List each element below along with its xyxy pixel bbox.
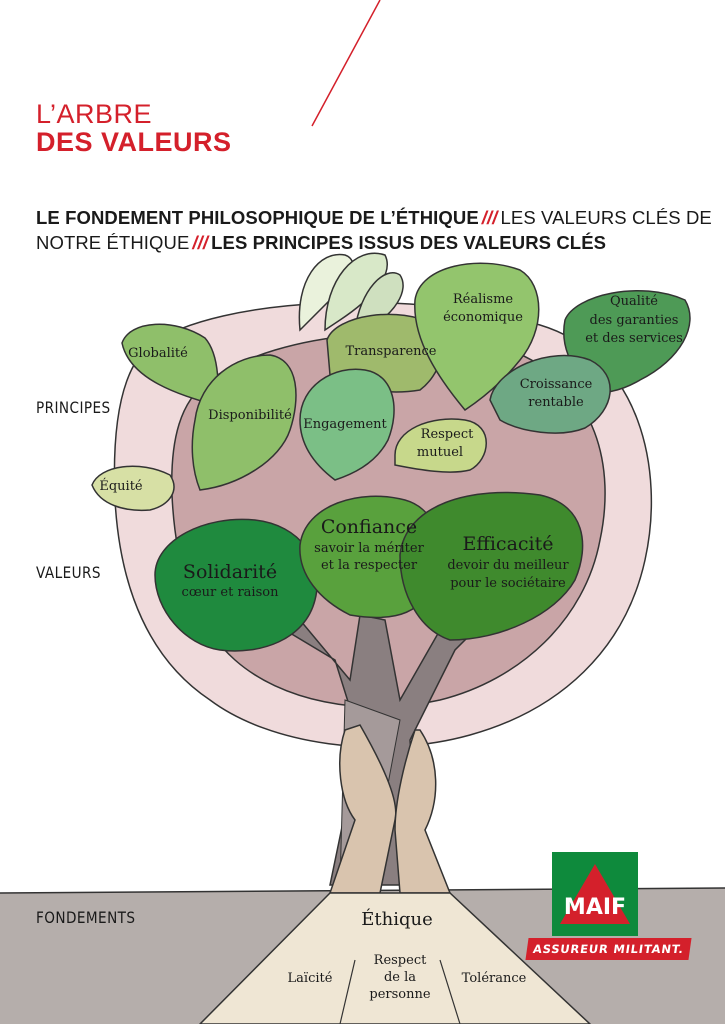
principle-croissance-line-2: rentable xyxy=(528,395,584,410)
principle-respect-mutuel-line-1: Respect xyxy=(421,427,474,442)
principle-engagement: Engagement xyxy=(303,417,387,432)
side-label-principes: PRINCIPES xyxy=(36,398,111,417)
principle-equite: Équité xyxy=(99,478,143,494)
logo-tagline: ASSUREUR MILITANT. xyxy=(525,938,692,960)
value-leaves xyxy=(154,491,584,652)
subtitle-part-1: LE FONDEMENT PHILOSOPHIQUE DE L’ÉTHIQUE xyxy=(36,207,479,228)
subtitle-separator: /// xyxy=(192,232,209,253)
principle-qualite-line-2: des garanties xyxy=(590,313,679,328)
value-confiance-sub-1: savoir la mériter xyxy=(314,541,424,556)
value-efficacite-sub-2: pour le sociétaire xyxy=(450,576,566,591)
leaf-respect-mutuel xyxy=(394,418,487,473)
subtitle-part-3: LES PRINCIPES ISSUS DES VALEURS CLÉS xyxy=(211,232,607,253)
hands-illustration xyxy=(328,724,452,894)
leaf-engagement xyxy=(299,368,395,481)
leaf-croissance xyxy=(489,354,611,434)
foundation-roots xyxy=(198,892,592,1024)
principle-leaves xyxy=(91,262,691,512)
principle-realisme-line-1: Réalisme xyxy=(453,292,514,307)
value-solidarite-sub: cœur et raison xyxy=(182,585,280,600)
principle-realisme-line-2: économique xyxy=(443,310,523,325)
subtitle-separator: /// xyxy=(481,207,498,228)
foundation-respect-line-3: personne xyxy=(369,987,430,1002)
logo-brand-text: MAIF xyxy=(564,895,626,920)
value-efficacite-name: Efficacité xyxy=(462,533,553,555)
logo-triangle-icon: MAIF xyxy=(560,864,630,924)
leaf-equite xyxy=(91,465,175,512)
value-confiance-sub-2: et la respecter xyxy=(321,558,418,573)
foundation-respect-line-1: Respect xyxy=(374,953,427,968)
foundation-tolerance: Tolérance xyxy=(462,971,527,986)
principle-disponibilite: Disponibilité xyxy=(208,408,292,423)
principle-qualite-line-1: Qualité xyxy=(610,294,658,309)
side-label-valeurs: VALEURS xyxy=(36,563,101,582)
leaf-disponibilite xyxy=(191,354,297,491)
leaf-solidarite xyxy=(154,518,318,652)
value-efficacite-sub-1: devoir du meilleur xyxy=(447,558,569,573)
foundation-laicite: Laïcité xyxy=(288,971,333,986)
value-solidarite-name: Solidarité xyxy=(183,561,277,583)
leaf-efficacite xyxy=(399,491,584,641)
decorative-line xyxy=(311,0,381,127)
subtitle: LE FONDEMENT PHILOSOPHIQUE DE L’ÉTHIQUE/… xyxy=(36,205,716,255)
value-confiance-name: Confiance xyxy=(321,516,417,538)
side-label-fondements: FONDEMENTS xyxy=(36,908,136,927)
principle-transparence: Transparence xyxy=(345,344,436,359)
principle-respect-mutuel-line-2: mutuel xyxy=(417,445,463,460)
principle-croissance-line-1: Croissance xyxy=(520,377,593,392)
subtitle-part-2: LES VALEURS CLÉS DE NOTRE ÉTHIQUE xyxy=(36,207,712,253)
principle-qualite-line-3: et des services xyxy=(585,331,683,346)
foundation-ethique: Éthique xyxy=(361,907,433,930)
page-title: L’ARBRE DES VALEURS xyxy=(36,100,232,157)
title-line-1: L’ARBRE xyxy=(36,99,153,129)
principle-globalite: Globalité xyxy=(128,346,188,361)
foundation-respect-line-2: de la xyxy=(384,970,416,985)
maif-logo: MAIF xyxy=(552,852,638,936)
title-line-2: DES VALEURS xyxy=(36,127,232,158)
